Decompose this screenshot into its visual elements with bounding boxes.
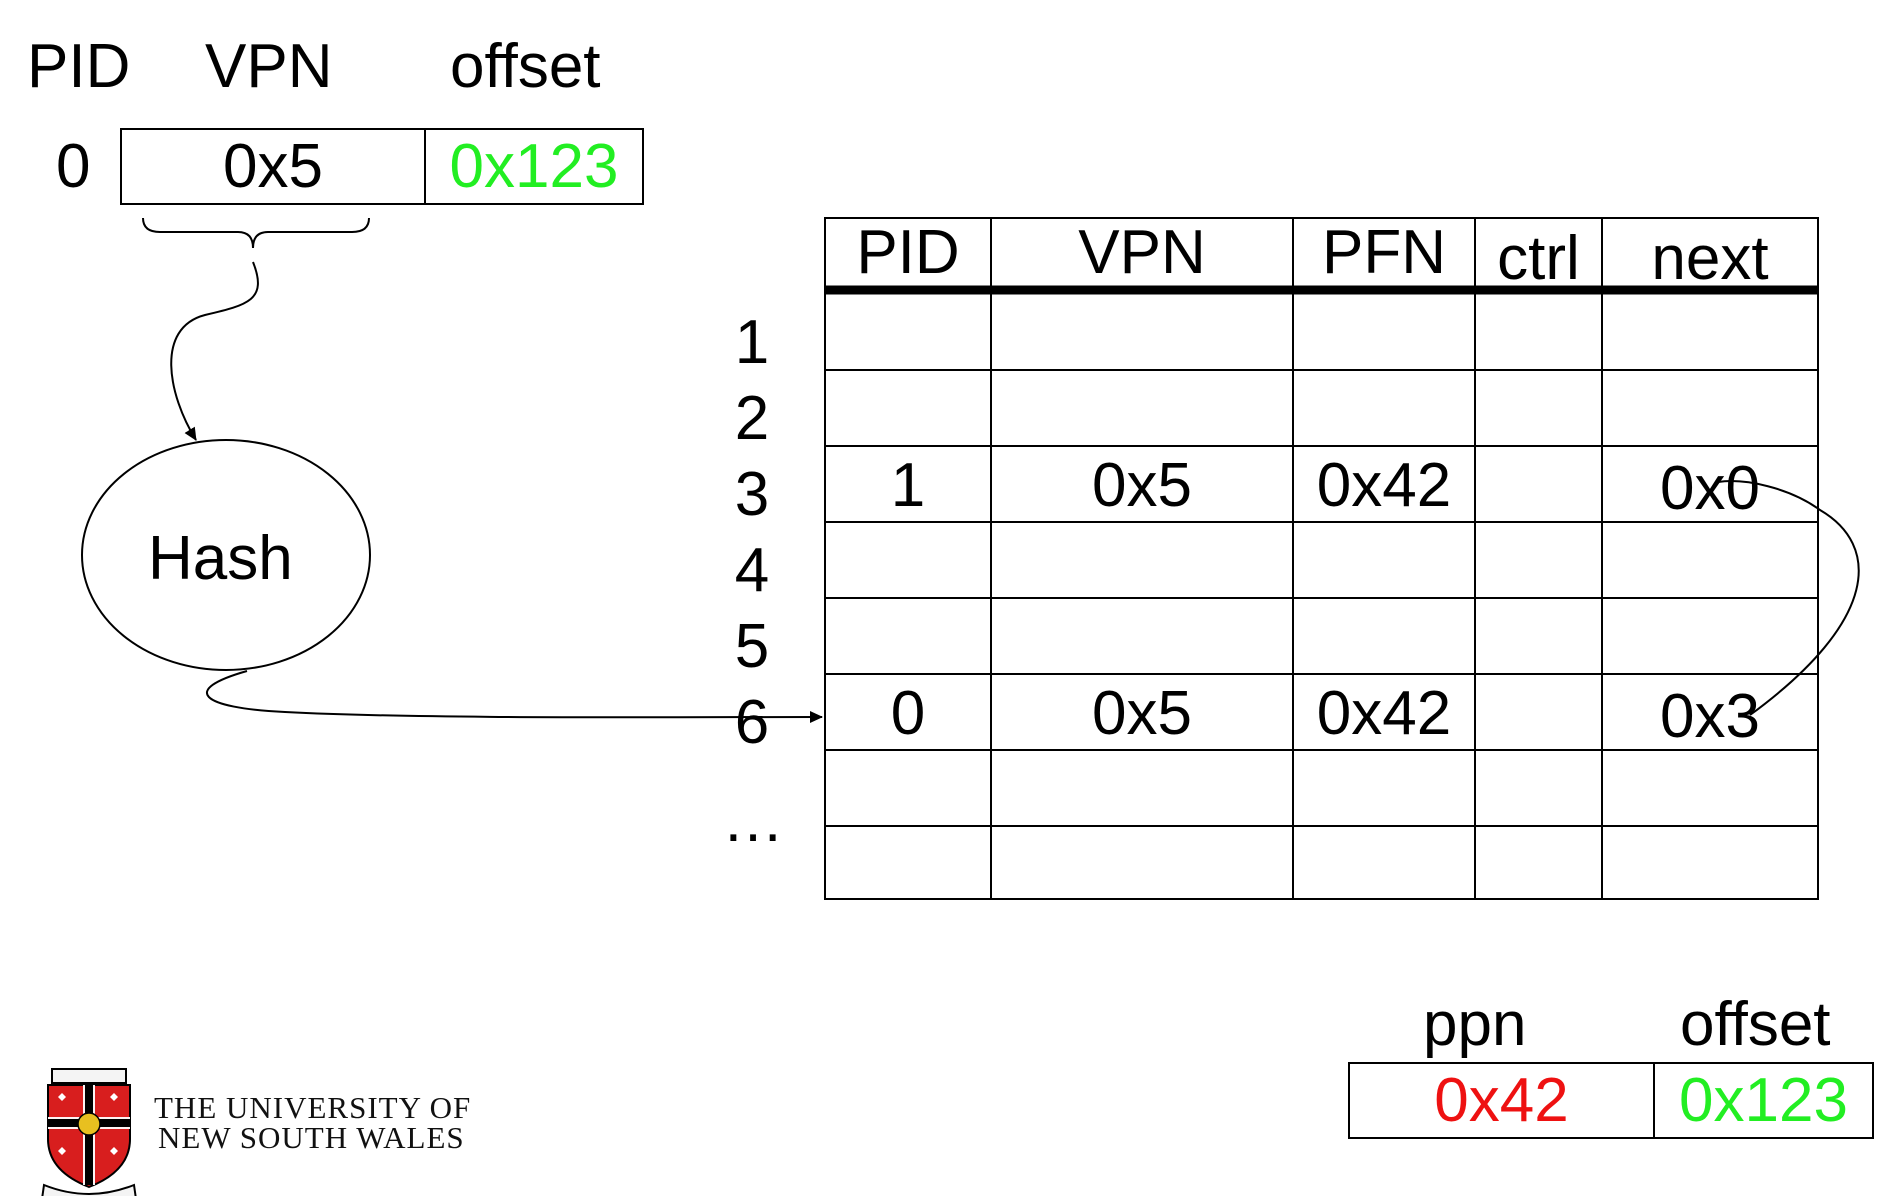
va-vpn-value: 0x5 <box>223 132 323 201</box>
row6-pid: 0 <box>890 679 926 748</box>
row6-next: 0x3 <box>1660 682 1760 751</box>
logo-line-1: THE UNIVERSITY OF <box>154 1090 472 1125</box>
row-index-6: 6 <box>734 688 770 757</box>
hash-to-row6-arrow <box>206 670 823 724</box>
pa-header-offset: offset <box>1680 990 1831 1059</box>
row-index-2: 2 <box>734 384 770 453</box>
pa-offset-box <box>1653 1062 1874 1139</box>
pa-header-ppn: ppn <box>1423 990 1527 1059</box>
row3-vpn: 0x5 <box>1092 451 1192 520</box>
table-header-vpn: VPN <box>1078 218 1206 287</box>
brace-to-hash-arrow <box>170 261 259 441</box>
hash-function-ellipse <box>81 439 371 671</box>
va-header-offset: offset <box>450 32 601 101</box>
va-offset-value: 0x123 <box>449 132 619 201</box>
va-header-vpn: VPN <box>205 32 333 101</box>
chain-link-arrow <box>1717 480 1860 716</box>
row3-pid: 1 <box>890 451 926 520</box>
row6-vpn: 0x5 <box>1092 679 1192 748</box>
va-header-pid: PID <box>27 32 131 101</box>
row-index-5: 5 <box>734 612 770 681</box>
hash-table-border <box>824 217 1819 900</box>
row6-pfn: 0x42 <box>1316 679 1452 748</box>
logo-line-2: NEW SOUTH WALES <box>158 1120 465 1155</box>
table-header-next: next <box>1651 224 1769 293</box>
pa-offset-value: 0x123 <box>1679 1066 1848 1135</box>
unsw-crest <box>41 1068 137 1196</box>
table-header-pid: PID <box>856 218 960 287</box>
vpn-brace <box>142 217 370 249</box>
row3-next: 0x0 <box>1660 454 1760 523</box>
table-header-pfn: PFN <box>1322 218 1446 287</box>
table-header-ctrl: ctrl <box>1497 224 1580 293</box>
va-pid-value: 0 <box>56 132 91 201</box>
row3-pfn: 0x42 <box>1316 451 1452 520</box>
hash-label: Hash <box>148 524 293 593</box>
row-index-1: 1 <box>734 308 770 377</box>
row-index-ellipsis: … <box>722 786 784 855</box>
pa-ppn-value: 0x42 <box>1434 1066 1569 1135</box>
row-index-3: 3 <box>734 460 770 529</box>
row-index-4: 4 <box>734 536 770 605</box>
va-offset-box <box>424 128 644 205</box>
